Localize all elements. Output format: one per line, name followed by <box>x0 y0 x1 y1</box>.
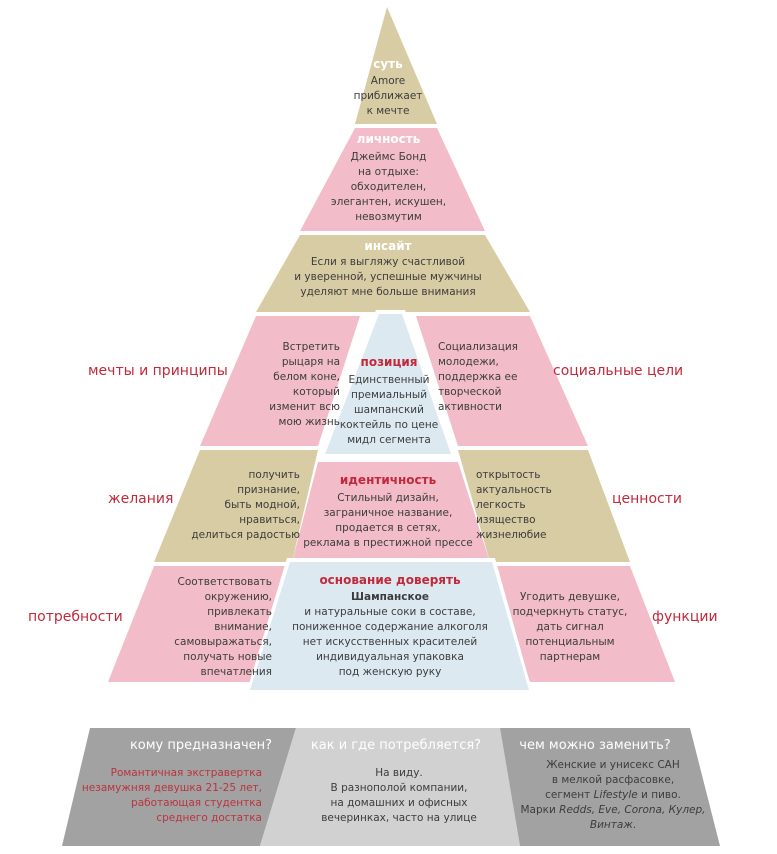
bottom-replace-line1: Женские и унисекс САН <box>546 759 680 771</box>
sut-title: суть <box>373 57 403 71</box>
bottom-replace-line4: Марки Redds, Eve, Corona, Кулер, <box>520 804 706 816</box>
potrebnosti-text: Соответствовать окружению, привлекать вн… <box>174 576 272 678</box>
osnovanie-text-bold: Шампанское <box>351 591 429 603</box>
osnovanie-title: основание доверять <box>319 573 461 587</box>
insait-text: Если я выгляжу счастливой и уверенной, у… <box>294 256 482 298</box>
tier-funkcii <box>490 566 675 682</box>
lichnost-text: Джеймс Бонд на отдыхе: обходителен, элег… <box>330 151 447 223</box>
tier-socialnye <box>416 316 588 446</box>
bottom-who-title: кому предназначен? <box>129 738 273 753</box>
identichnost-text: Стильный дизайн, заграничное название, п… <box>303 492 473 549</box>
bottom-who-bg <box>62 728 296 846</box>
identichnost-title: идентичность <box>339 473 437 487</box>
tier-zhelania <box>154 450 318 562</box>
pozicia-text: Единственный премиальный шампанский кокт… <box>339 374 439 446</box>
side-label-mechty: мечты и принципы <box>88 363 228 379</box>
tier-identichnost <box>292 462 490 562</box>
tier-lichnost <box>300 128 485 231</box>
zhelania-text: получить признание, быть модной, нравить… <box>191 469 300 541</box>
side-label-cennosti: ценности <box>612 491 682 507</box>
funkcii-text: Угодить девушке, подчеркнуть статус, дат… <box>512 591 628 663</box>
side-label-potrebnosti: потребности <box>28 609 123 625</box>
tier-cennosti <box>458 450 630 562</box>
sut-text: Amore приближает к мечте <box>353 75 423 117</box>
pozicia-title: позиция <box>360 355 418 369</box>
bottom-replace-bg <box>500 728 720 846</box>
mechty-text: Встретить рыцаря на белом коне, который … <box>269 341 340 428</box>
tier-insait <box>256 235 530 312</box>
bottom-where-bg <box>260 728 520 846</box>
side-label-zhelania: желания <box>108 491 174 507</box>
bottom-where-title: как и где потребляется? <box>310 738 482 753</box>
socialnye-text: Социализация молодежи, поддержка ее твор… <box>438 341 519 413</box>
lichnost-title: личность <box>356 132 421 146</box>
side-label-funkcii: функции <box>652 609 718 625</box>
insait-title: инсайт <box>364 239 412 253</box>
bottom-replace-line5: Винтаж. <box>589 819 637 831</box>
bottom-replace-line2: в мелкой расфасовке, <box>551 774 675 786</box>
bottom-replace-title: чем можно заменить? <box>519 738 671 753</box>
tier-sut <box>355 7 437 124</box>
tier-pozicia-fill <box>325 314 451 454</box>
cennosti-text: открытость актуальность легкость изящест… <box>476 469 552 541</box>
bottom-who-text: Романтичная экстравертка незамужняя деву… <box>81 767 262 824</box>
side-label-socialnye: социальные цели <box>553 363 684 379</box>
tier-osnovanie-fill <box>250 562 529 690</box>
bottom-replace-text: Женские и унисекс САН в мелкой расфасовк… <box>508 758 718 833</box>
osnovanie-text: и натуральные соки в составе, пониженное… <box>292 606 488 678</box>
tier-mechty <box>200 316 360 446</box>
bottom-replace-line3: сегмент Lifestyle и пиво. <box>545 789 681 801</box>
bottom-where-text: На виду. В разнополой компании, на домаш… <box>321 767 477 824</box>
tier-potrebnosti <box>108 566 292 682</box>
